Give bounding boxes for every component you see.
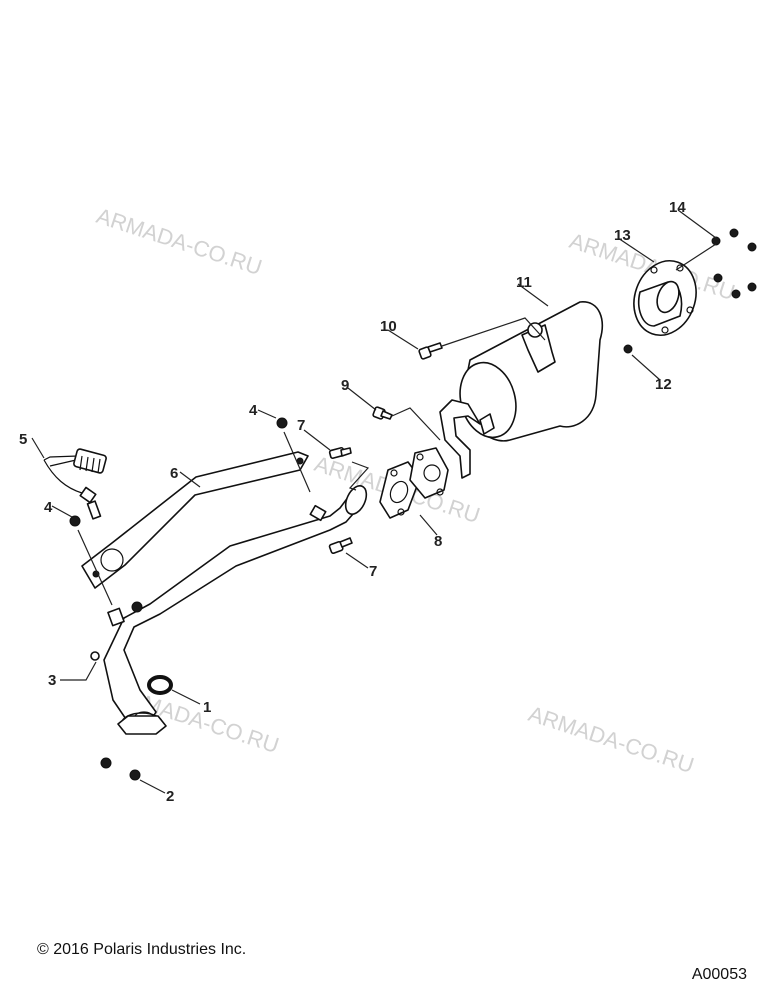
callout-9: 9 (341, 377, 349, 394)
callout-5: 5 (19, 431, 27, 448)
leader-lines (31, 209, 717, 794)
callout-3: 3 (48, 672, 56, 689)
callout-10: 10 (380, 318, 397, 335)
callout-8: 8 (434, 533, 442, 550)
callout-12: 12 (655, 376, 672, 393)
watermark: ARMADA-CO.RU (93, 203, 265, 280)
callout-7: 7 (369, 563, 377, 580)
nut-part (69, 515, 81, 527)
callout-4: 4 (249, 402, 258, 419)
nut-part (129, 769, 141, 781)
callout-7: 7 (297, 417, 305, 434)
nut-part (100, 757, 112, 769)
callout-2: 2 (166, 788, 174, 805)
head-pipe-part (90, 485, 368, 735)
copyright-notice: © 2016 Polaris Industries Inc. (37, 941, 247, 958)
o2-sensor-part (43, 448, 107, 520)
bolt-part (372, 406, 393, 420)
callout-6: 6 (170, 465, 178, 482)
callout-11: 11 (516, 274, 532, 291)
callout-4: 4 (44, 499, 53, 516)
watermark: ARMADA-CO.RU (525, 701, 697, 778)
bolt-part (328, 537, 353, 554)
bolt-part (328, 446, 352, 460)
nut-part (276, 417, 288, 429)
diagram-reference-code: A00053 (691, 966, 747, 983)
bolt-part (418, 342, 443, 360)
screw-part (711, 228, 757, 299)
spark-arrestor-part (633, 260, 697, 336)
callout-13: 13 (614, 227, 631, 244)
grommet-part (623, 344, 633, 354)
heat-shield-part (81, 451, 309, 589)
callout-14: 14 (669, 199, 686, 216)
muffler-part (409, 301, 604, 499)
exhaust-gasket-part (147, 675, 173, 695)
callout-1: 1 (203, 699, 211, 716)
